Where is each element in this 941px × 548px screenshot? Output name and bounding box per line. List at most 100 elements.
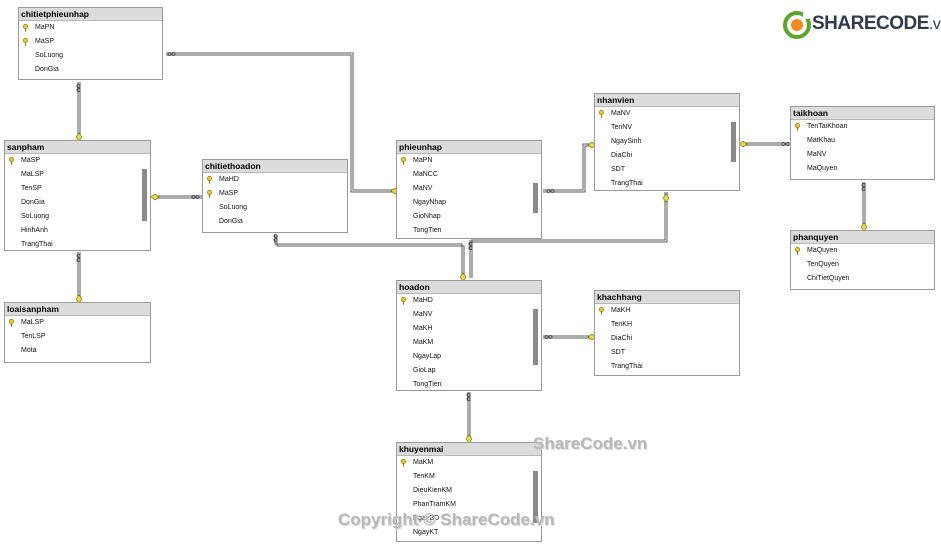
column-name: DieuKienKM bbox=[413, 487, 452, 494]
column-row[interactable]: MaPN bbox=[19, 21, 162, 35]
column-row[interactable]: MaSP bbox=[5, 154, 150, 168]
column-row[interactable]: MaNV bbox=[791, 148, 934, 162]
column-row[interactable]: SDT bbox=[595, 163, 739, 177]
column-row[interactable]: TrangThai bbox=[595, 177, 739, 190]
column-name: MaNCC bbox=[413, 171, 438, 178]
column-row[interactable]: TenKM bbox=[397, 470, 541, 484]
column-row[interactable]: NgayBD bbox=[397, 512, 541, 526]
table-title: phieunhap bbox=[397, 141, 541, 154]
column-row[interactable]: MaLSP bbox=[5, 316, 150, 330]
column-name: TenKM bbox=[413, 473, 435, 480]
column-row[interactable]: TenSP bbox=[5, 182, 150, 196]
column-row[interactable]: DonGia bbox=[19, 63, 162, 77]
many-end-marker bbox=[544, 335, 553, 339]
column-row[interactable]: DiaChi bbox=[595, 332, 739, 346]
column-row[interactable]: MatKhau bbox=[791, 134, 934, 148]
column-row[interactable]: MaHD bbox=[203, 173, 347, 187]
column-row[interactable]: GioNhap bbox=[397, 210, 541, 224]
column-name: SoLuong bbox=[21, 213, 50, 220]
column-row[interactable]: SoLuong bbox=[19, 49, 162, 63]
many-end-marker bbox=[546, 189, 555, 193]
column-row[interactable]: MaHD bbox=[397, 294, 541, 308]
column-row[interactable]: MaNV bbox=[595, 107, 739, 121]
column-row[interactable]: SoLuong bbox=[5, 210, 150, 224]
column-row[interactable]: TenQuyen bbox=[791, 258, 934, 272]
watermark: ShareCode.vn bbox=[533, 434, 648, 453]
column-row[interactable]: NgayLap bbox=[397, 350, 541, 364]
brand-logo-text[interactable]: SHARECODE.vn bbox=[812, 13, 941, 35]
scrollbar-thumb[interactable] bbox=[533, 471, 538, 523]
table-title: taikhoan bbox=[791, 107, 934, 120]
column-row[interactable]: SoLuong bbox=[203, 201, 347, 215]
column-row[interactable]: TrangThai bbox=[5, 238, 150, 250]
column-row[interactable]: MaNCC bbox=[397, 168, 541, 182]
many-end-marker bbox=[191, 195, 200, 199]
column-row[interactable]: TongTien bbox=[397, 378, 541, 390]
column-row[interactable]: DonGia bbox=[5, 196, 150, 210]
column-row[interactable]: TenKH bbox=[595, 318, 739, 332]
column-row[interactable]: DonGia bbox=[203, 215, 347, 229]
column-row[interactable]: MaNV bbox=[397, 182, 541, 196]
column-row[interactable]: TenTaiKhoan bbox=[791, 120, 934, 134]
column-row[interactable]: NgayKT bbox=[397, 526, 541, 540]
column-name: TenQuyen bbox=[807, 261, 839, 268]
scrollbar-thumb[interactable] bbox=[533, 309, 538, 365]
column-name: TrangThai bbox=[21, 241, 53, 248]
column-name: MaKM bbox=[413, 459, 434, 466]
column-row[interactable]: TongTien bbox=[397, 224, 541, 238]
column-row[interactable]: MaKH bbox=[595, 304, 739, 318]
column-row[interactable]: MaNV bbox=[397, 308, 541, 322]
column-row[interactable]: TenNV bbox=[595, 121, 739, 135]
column-row[interactable]: MaKM bbox=[397, 336, 541, 350]
scrollbar-thumb[interactable] bbox=[731, 122, 736, 162]
column-row[interactable]: MaQuyen bbox=[791, 162, 934, 176]
primary-key-icon bbox=[598, 306, 605, 315]
column-row[interactable]: NgayNhap bbox=[397, 196, 541, 210]
table-title: nhanvien bbox=[595, 94, 739, 107]
column-row[interactable]: MaLSP bbox=[5, 168, 150, 182]
column-name: DiaChi bbox=[611, 335, 633, 342]
column-name: HinhAnh bbox=[21, 227, 48, 234]
brand-name: SHARECODE bbox=[812, 13, 929, 34]
column-row[interactable]: MaSP bbox=[19, 35, 162, 49]
column-row[interactable]: PhanTramKM bbox=[397, 498, 541, 512]
column-row[interactable]: SDT bbox=[595, 346, 739, 360]
column-row[interactable]: MaKH bbox=[397, 322, 541, 336]
column-row[interactable]: ChiTietQuyen bbox=[791, 272, 934, 286]
column-row[interactable]: MaSP bbox=[203, 187, 347, 201]
scrollbar-thumb[interactable] bbox=[142, 169, 147, 221]
rel-hoadon-khachhang bbox=[543, 335, 594, 339]
column-row[interactable]: HinhAnh bbox=[5, 224, 150, 238]
column-row[interactable]: DieuKienKM bbox=[397, 484, 541, 498]
column-row[interactable]: MaPN bbox=[397, 154, 541, 168]
rel-chitiethoadon-hoadon bbox=[274, 235, 465, 278]
column-row[interactable]: MaKM bbox=[397, 456, 541, 470]
column-row[interactable]: GioLap bbox=[397, 364, 541, 378]
column-row[interactable]: NgaySinh bbox=[595, 135, 739, 149]
column-row[interactable]: MaQuyen bbox=[791, 244, 934, 258]
many-end-marker bbox=[167, 52, 176, 56]
column-row[interactable]: DiaChi bbox=[595, 149, 739, 163]
column-row[interactable]: Mota bbox=[5, 344, 150, 358]
column-row[interactable]: TrangThai bbox=[595, 360, 739, 374]
brand-suffix: .vn bbox=[928, 16, 941, 33]
many-end-marker bbox=[468, 242, 473, 250]
column-row[interactable]: TenLSP bbox=[5, 330, 150, 344]
column-name: MatKhau bbox=[807, 137, 836, 144]
scrollbar-thumb[interactable] bbox=[533, 183, 538, 213]
